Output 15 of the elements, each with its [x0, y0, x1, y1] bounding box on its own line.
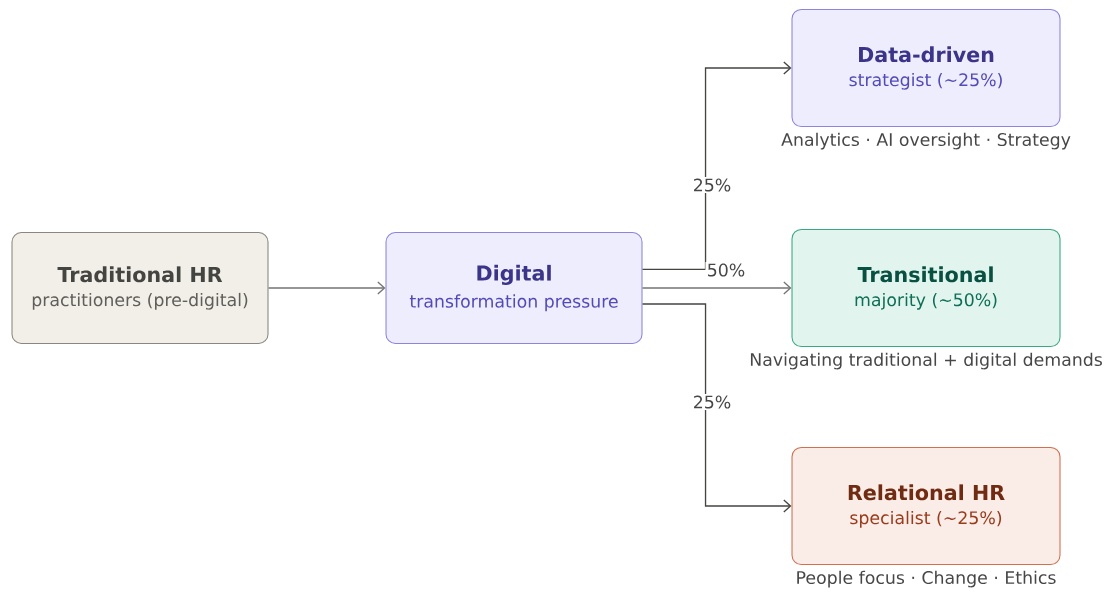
process-box: Data-driven strategist (~25%)	[791, 8, 1061, 128]
process-box: Relational HR specialist (~25%)	[791, 446, 1061, 566]
caption-text: Analytics · AI oversight · Strategy	[781, 132, 1071, 150]
process-box: Digital transformation pressure	[385, 232, 643, 344]
edge-label: 25%	[691, 394, 733, 410]
arrow	[267, 281, 386, 295]
arrow	[641, 281, 792, 295]
arrow	[641, 61, 792, 270]
edge-label: 50%	[705, 262, 747, 278]
process-box: Traditional HR practitioners (pre-digital)	[11, 232, 269, 344]
caption-text: Navigating traditional + digital demands	[750, 352, 1102, 370]
process-box: Transitional majority (~50%)	[791, 228, 1061, 348]
edge-label: 25%	[691, 177, 733, 193]
arrow	[641, 303, 792, 513]
caption-text: People focus · Change · Ethics	[797, 570, 1056, 588]
